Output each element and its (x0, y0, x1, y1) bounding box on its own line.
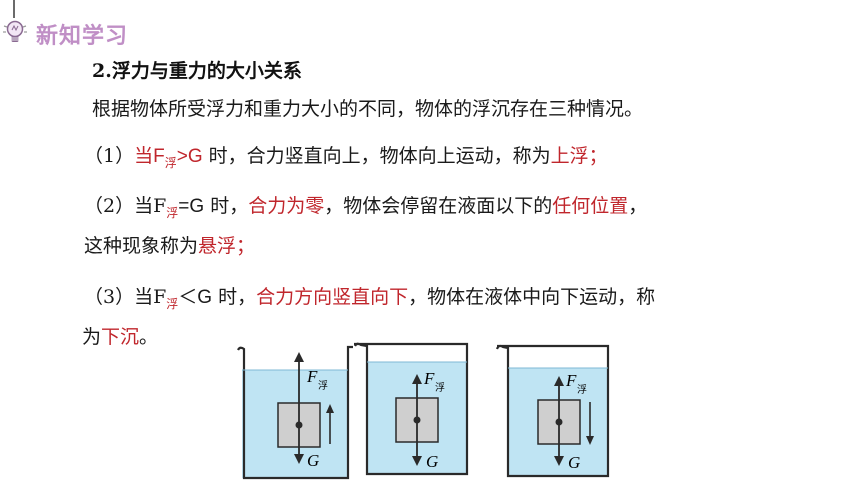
g-label: G (568, 453, 580, 472)
section-title: 2.浮力与重力的大小关系 (92, 60, 302, 82)
header-title: 新知学习 (36, 24, 129, 49)
beaker-diagram-suspend: F 浮 G (354, 342, 469, 476)
f-label: F (306, 367, 318, 386)
case3-line2-a: 为 (82, 326, 102, 348)
case3-middle: 时， (212, 286, 257, 308)
case2-highlight1: 合力为零 (248, 195, 325, 217)
gravity-arrowhead (294, 454, 304, 464)
f-subscript: 浮 (577, 384, 587, 396)
case1-cond-sub: 浮 (164, 156, 177, 170)
case3-line1: （3）当F浮＜G 时，合力方向竖直向下，物体在液体中向下运动，称 (84, 284, 655, 317)
case3-line2-result: 下沉 (101, 326, 140, 348)
case3-cond-sub: 浮 (166, 297, 179, 311)
case2-line2-a: 这种现象称为 (84, 235, 199, 257)
case3-middle2: ，物体在液体中向下运动，称 (408, 286, 656, 308)
case1-middle: 时，合力竖直向上，物体向上运动，称为 (202, 145, 551, 167)
beaker-diagram-rise: F 浮 G (237, 345, 353, 480)
case2-end: ， (628, 195, 648, 217)
case1-end: ； (588, 145, 608, 167)
case3-line2: 为下沉。 (82, 324, 158, 350)
beaker-outline (495, 344, 610, 478)
f-label: F (565, 371, 577, 390)
case2-line2-result: 悬浮 (198, 235, 237, 257)
bulb-cord (13, 0, 15, 18)
buoyancy-arrowhead (554, 376, 564, 386)
case3-line2-end: 。 (139, 326, 159, 348)
case2-highlight2: 任何位置 (552, 195, 629, 217)
gravity-arrowhead (412, 456, 422, 466)
case3-cond-b: ＜G (178, 287, 213, 308)
case3-prefix: （3）当F (84, 286, 167, 308)
case1-cond-a: 当F (134, 146, 165, 167)
case3-highlight: 合力方向竖直向下 (256, 286, 409, 308)
center-point (295, 421, 303, 429)
case2-cond-b: =G (178, 196, 205, 217)
case1-cond-b: >G (176, 146, 203, 167)
g-label: G (426, 452, 438, 471)
case2-line2: 这种现象称为悬浮； (84, 233, 255, 259)
case2-cond-sub: 浮 (166, 206, 179, 220)
case2-line1: （2）当F浮=G 时，合力为零，物体会停留在液面以下的任何位置， (84, 193, 647, 226)
case1-line: （1）当F浮>G 时，合力竖直向上，物体向上运动，称为上浮； (84, 143, 608, 176)
case1-result: 上浮 (550, 145, 589, 167)
buoyancy-arrowhead (412, 374, 422, 384)
beaker-diagram-sink: F 浮 G (495, 344, 610, 478)
center-point (555, 418, 563, 426)
case2-line2-end: ； (236, 235, 256, 257)
f-subscript: 浮 (318, 380, 328, 392)
case2-middle2: ，物体会停留在液面以下的 (324, 195, 553, 217)
motion-up-arrowhead (326, 404, 334, 413)
f-label: F (423, 369, 435, 388)
f-subscript: 浮 (435, 382, 445, 394)
motion-down-arrowhead (586, 436, 594, 445)
case1-prefix: （1） (84, 145, 135, 167)
intro-paragraph: 根据物体所受浮力和重力大小的不同，物体的浮沉存在三种情况。 (92, 98, 644, 120)
buoyancy-arrowhead (294, 352, 304, 362)
case2-middle: 时， (204, 195, 249, 217)
slide-header: 新知学习 (0, 0, 200, 56)
lightbulb-icon (3, 20, 27, 42)
center-point (413, 416, 421, 424)
g-label: G (307, 451, 319, 470)
beaker-outline (354, 342, 469, 476)
gravity-arrowhead (554, 456, 564, 466)
beaker-outline (237, 345, 353, 480)
case2-prefix: （2）当F (84, 195, 167, 217)
